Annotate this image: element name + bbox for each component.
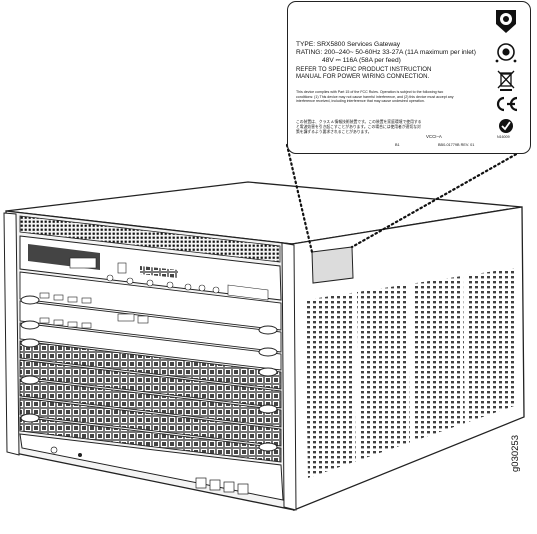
c-tick-icon bbox=[494, 118, 518, 134]
label-callout-lines bbox=[285, 143, 522, 254]
label-rating-line: RATING: 200–240~ 50-60Hz 33-27A (11A max… bbox=[296, 49, 476, 56]
label-manual-line: MANUAL FOR POWER WIRING CONNECTION. bbox=[296, 73, 430, 80]
csa-mark-icon bbox=[494, 42, 518, 64]
ce-mark-icon bbox=[491, 96, 521, 112]
power-inlets bbox=[195, 477, 249, 495]
label-japanese-statement: この装置は、クラス A 情報技術装置です。この装置を家庭環境で使用すると電波妨害… bbox=[296, 120, 422, 134]
side-vent-field bbox=[305, 268, 517, 478]
weee-bin-icon bbox=[497, 70, 515, 92]
compliance-label: TYPE: SRX5800 Services Gateway RATING: 2… bbox=[287, 1, 531, 154]
gs-mark-icon bbox=[492, 6, 520, 36]
card-slots bbox=[19, 271, 282, 463]
side-label-plate bbox=[311, 246, 354, 284]
label-part-number: BB0-01779B REV. 01 bbox=[438, 143, 475, 147]
ejector-handles bbox=[20, 295, 278, 452]
mounting-ear-right bbox=[281, 242, 297, 511]
label-vcci-line: VCCI–A bbox=[426, 134, 442, 139]
front-top-vent bbox=[19, 215, 281, 263]
figure-id: g030253 bbox=[510, 435, 521, 472]
c-tick-code: N16009 bbox=[497, 135, 510, 139]
label-type-line: TYPE: SRX5800 Services Gateway bbox=[296, 41, 401, 48]
label-dc-rating-line: 48V ⎓ 116A (58A per feed) bbox=[322, 57, 401, 64]
mounting-ear-left bbox=[3, 212, 20, 456]
label-code: B1 bbox=[395, 143, 400, 147]
label-refer-line: REFER TO SPECIFIC PRODUCT INSTRUCTION bbox=[296, 66, 432, 73]
label-fcc-statement: This device complies with Part 15 of the… bbox=[296, 90, 454, 104]
